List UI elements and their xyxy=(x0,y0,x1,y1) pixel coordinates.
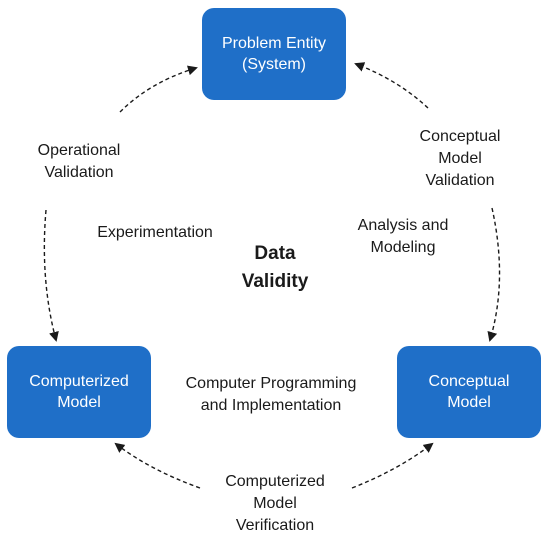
analysis-modeling-line2: Modeling xyxy=(370,239,436,256)
data-validity-line2: Validity xyxy=(241,271,309,292)
experimentation-text: Experimentation xyxy=(97,224,213,241)
arrow-verification-left xyxy=(114,442,201,489)
operational-validation-line2: Validation xyxy=(44,164,114,181)
arrow-verification-right xyxy=(351,442,434,489)
conceptual-model-line2: Model xyxy=(447,394,491,411)
computerized-model-line1: Computerized xyxy=(29,373,129,390)
conceptual-validation-line3: Validation xyxy=(425,172,495,189)
experimentation-label: Experimentation xyxy=(80,222,230,244)
arrow-experimentation-down xyxy=(43,209,59,342)
computerized-model-verification-label: Computerized Model Verification xyxy=(200,471,350,537)
arrow-conceptual-validation-upper xyxy=(354,62,429,109)
computerized-model-line2: Model xyxy=(57,394,101,411)
problem-entity-line1: Problem Entity xyxy=(221,35,327,52)
computerized-model-node: Computerized Model xyxy=(7,346,151,438)
verification-line1: Computerized xyxy=(225,473,325,490)
data-validity-line1: Data xyxy=(254,243,296,264)
conceptual-validation-line1: Conceptual xyxy=(419,128,501,145)
conceptual-validation-line2: Model xyxy=(438,150,482,167)
data-validity-label: Data Validity xyxy=(210,240,340,296)
problem-entity-node: Problem Entity (System) xyxy=(202,8,346,100)
analysis-modeling-label: Analysis and Modeling xyxy=(338,215,468,259)
programming-line1: Computer Programming xyxy=(185,375,357,392)
programming-implementation-label: Computer Programming and Implementation xyxy=(166,373,376,417)
verification-line3: Verification xyxy=(235,517,315,534)
problem-entity-line2: (System) xyxy=(242,56,306,73)
conceptual-model-node: Conceptual Model xyxy=(397,346,541,438)
arrow-operational-validation-upper xyxy=(119,65,198,113)
operational-validation-line1: Operational xyxy=(37,142,121,159)
operational-validation-label: Operational Validation xyxy=(24,140,134,184)
conceptual-model-validation-label: Conceptual Model Validation xyxy=(405,126,515,192)
programming-line2: and Implementation xyxy=(200,397,342,414)
verification-line2: Model xyxy=(253,495,297,512)
analysis-modeling-line1: Analysis and xyxy=(357,217,449,234)
arrow-analysis-down xyxy=(487,207,501,342)
conceptual-model-line1: Conceptual xyxy=(428,373,510,390)
